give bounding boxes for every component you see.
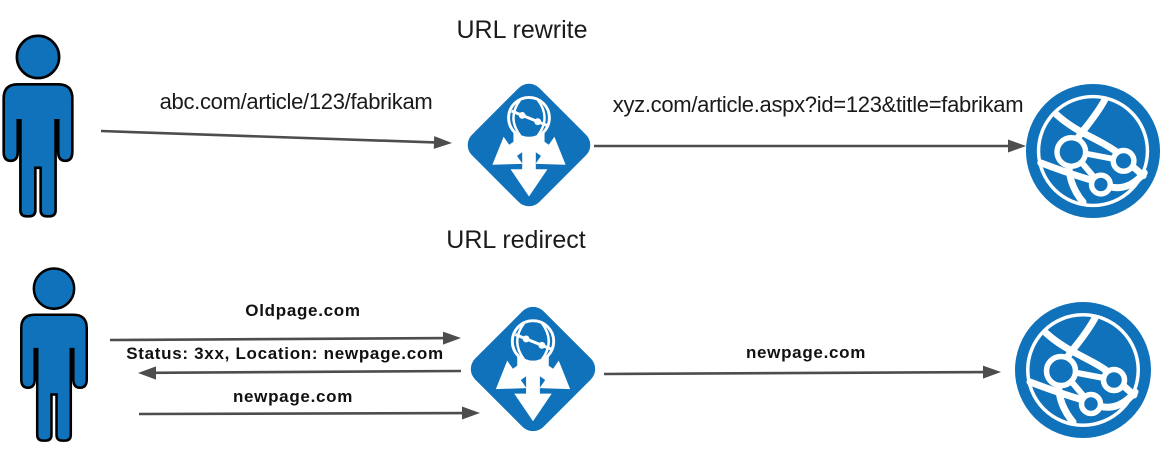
arrow-rewrite-request [100, 129, 452, 149]
person-icon [19, 267, 89, 442]
application-gateway-icon [470, 306, 596, 432]
rewrite-rewritten-url-label: xyz.com/article.aspx?id=123&title=fabrik… [612, 92, 1024, 117]
section-title-url-rewrite: URL rewrite [456, 16, 588, 44]
arrow-rewrite-forward [594, 139, 1026, 153]
web-app-icon [1015, 302, 1151, 438]
redirect-followup-url-label: newpage.com [232, 387, 354, 406]
arrow-redirect-response [138, 366, 462, 380]
web-app-icon [1025, 83, 1161, 219]
person-icon [2, 34, 74, 218]
arrow-redirect-forward [603, 365, 1001, 379]
arrow-redirect-followup [138, 406, 480, 420]
redirect-response-status-label: Status: 3xx, Location: newpage.com [126, 344, 444, 363]
globe-icon [510, 319, 556, 364]
arrow-redirect-request [109, 331, 461, 345]
redirect-forwarded-url-label: newpage.com [745, 343, 867, 362]
application-gateway-icon [467, 83, 591, 207]
redirect-request-url-label: Oldpage.com [245, 301, 361, 320]
globe-icon [507, 95, 551, 140]
rewrite-request-url-label: abc.com/article/123/fabrikam [159, 89, 433, 114]
section-title-url-redirect: URL redirect [446, 226, 586, 254]
